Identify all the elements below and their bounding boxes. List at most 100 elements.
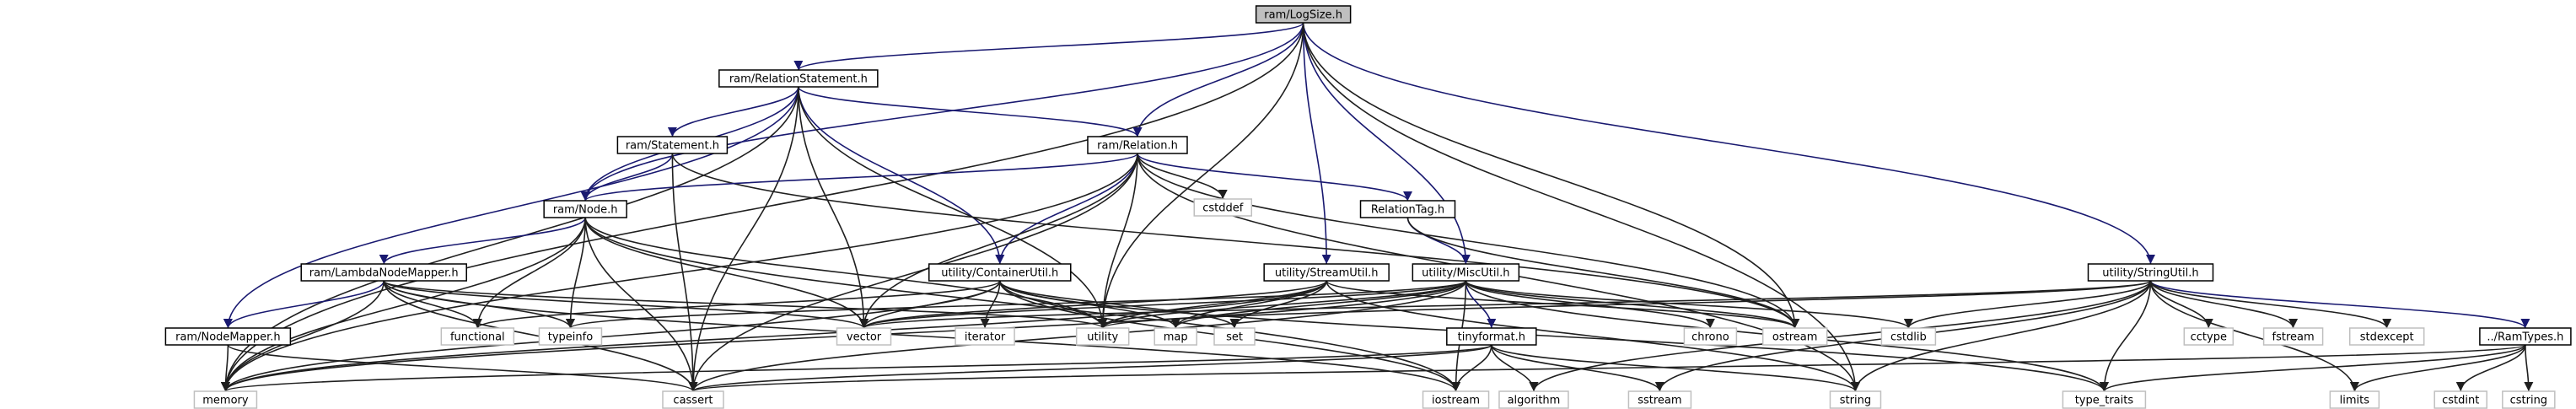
edge-relstmt-to-nodemapper xyxy=(223,86,799,329)
node-label: typeinfo xyxy=(548,331,593,344)
node-layer: ram/LogSize.h ram/RelationStatement.h ram/… xyxy=(164,5,2572,409)
node-statement[interactable]: ram/Statement.h xyxy=(616,136,729,154)
edge-containerutil-to-memory xyxy=(221,280,1001,392)
node-box xyxy=(718,69,879,88)
node-relstmt[interactable]: ram/RelationStatement.h xyxy=(718,69,879,88)
node-memory: memory xyxy=(193,390,258,409)
node-box xyxy=(836,327,892,346)
node-box xyxy=(928,263,1072,282)
edge-logsize-to-string xyxy=(1302,22,1861,392)
node-containerutil[interactable]: utility/ContainerUtil.h xyxy=(928,263,1072,282)
node-box xyxy=(440,327,515,346)
node-box xyxy=(1880,327,1937,346)
node-cstring: cstring xyxy=(2502,390,2556,409)
node-chrono: chrono xyxy=(1683,327,1738,346)
node-node[interactable]: ram/Node.h xyxy=(543,200,627,218)
edge-streamutil-to-ostream xyxy=(1326,280,1800,329)
edge-lambdamapper-to-cassert xyxy=(383,280,698,392)
node-utility: utility xyxy=(1075,327,1130,346)
node-functional: functional xyxy=(440,327,515,346)
node-label: utility/ContainerUtil.h xyxy=(941,267,1058,280)
node-label: cstddef xyxy=(1202,202,1244,215)
node-label: sstream xyxy=(1638,395,1681,407)
node-vector: vector xyxy=(836,327,892,346)
node-box xyxy=(193,390,258,409)
node-box xyxy=(1761,327,1828,346)
node-label: cassert xyxy=(673,395,713,407)
node-box xyxy=(1075,327,1130,346)
node-nodemapper[interactable]: ram/NodeMapper.h xyxy=(164,327,292,346)
edge-ramtypes-to-cstring xyxy=(2524,344,2534,392)
edge-tinyformat-to-iostream xyxy=(1450,344,1492,392)
edge-tinyformat-to-string xyxy=(1491,344,1860,392)
edge-node-to-vector xyxy=(584,217,869,329)
edge-ramtypes-to-cstdint xyxy=(2455,344,2526,392)
node-box xyxy=(2502,390,2556,409)
edge-nodemapper-to-cassert xyxy=(227,344,698,392)
node-label: ram/Statement.h xyxy=(626,140,719,153)
edge-relstmt-to-memory xyxy=(220,86,799,392)
edge-logsize-to-memory xyxy=(220,22,1304,392)
node-box xyxy=(1627,390,1692,409)
node-stringutil[interactable]: utility/StringUtil.h xyxy=(2087,263,2214,282)
node-logsize[interactable]: ram/LogSize.h xyxy=(1255,5,1352,24)
node-relation[interactable]: ram/Relation.h xyxy=(1087,136,1188,154)
node-cstddef: cstddef xyxy=(1193,198,1253,217)
node-label: ram/Node.h xyxy=(553,204,618,217)
node-label: utility/StreamUtil.h xyxy=(1275,267,1379,280)
edge-containerutil-to-functional xyxy=(473,280,1001,329)
edge-statement-to-node xyxy=(580,153,674,202)
node-label: utility/StringUtil.h xyxy=(2102,267,2198,280)
edge-stringutil-to-typetraits xyxy=(2099,280,2152,392)
node-label: iterator xyxy=(965,331,1006,344)
edge-relstmt-to-relation xyxy=(798,86,1143,137)
node-lambdamapper[interactable]: ram/LambdaNodeMapper.h xyxy=(300,263,467,282)
edge-logsize-to-relstmt xyxy=(793,22,1304,71)
edge-node-to-lambdamapper xyxy=(379,217,586,265)
edge-relstmt-to-vector xyxy=(798,86,869,329)
node-label: cstring xyxy=(2510,395,2547,407)
node-streamutil[interactable]: utility/StreamUtil.h xyxy=(1263,263,1390,282)
node-iterator: iterator xyxy=(955,327,1015,346)
node-box xyxy=(1154,327,1197,346)
node-ramtypes[interactable]: ../RamTypes.h xyxy=(2479,327,2572,346)
node-label: ram/Relation.h xyxy=(1097,140,1178,153)
node-box xyxy=(1213,327,1256,346)
node-iostream: iostream xyxy=(1422,390,1490,409)
node-box xyxy=(2062,390,2147,409)
edge-tinyformat-to-algorithm xyxy=(1491,344,1539,392)
node-box xyxy=(1263,263,1390,282)
node-box xyxy=(2183,327,2235,346)
edge-relation-to-cassert xyxy=(688,153,1138,392)
node-label: RelationTag.h xyxy=(1371,204,1444,217)
node-box xyxy=(1498,390,1569,409)
edge-streamutil-to-string xyxy=(1326,280,1860,392)
edge-streamutil-to-utility xyxy=(1098,280,1327,329)
edge-logsize-to-node xyxy=(580,22,1304,202)
node-typetraits: type_traits xyxy=(2062,390,2147,409)
node-limits: limits xyxy=(2329,390,2380,409)
node-label: cstdlib xyxy=(1890,331,1927,344)
node-label: tinyformat.h xyxy=(1458,331,1525,344)
node-miscutil[interactable]: utility/MiscUtil.h xyxy=(1412,263,1520,282)
node-box xyxy=(1359,200,1456,218)
node-tinyformat[interactable]: tinyformat.h xyxy=(1446,327,1537,346)
node-algorithm: algorithm xyxy=(1498,390,1569,409)
edge-ramtypes-to-typetraits xyxy=(2100,344,2526,392)
node-map: map xyxy=(1154,327,1197,346)
edge-logsize-to-relation xyxy=(1132,22,1304,137)
node-label: ram/RelationStatement.h xyxy=(729,73,868,86)
edge-logsize-to-utility xyxy=(1098,22,1304,329)
node-box xyxy=(1412,263,1520,282)
node-label: cstdint xyxy=(2442,395,2479,407)
edge-miscutil-to-utility xyxy=(1098,280,1467,329)
node-label: string xyxy=(1840,395,1871,407)
node-box xyxy=(1255,5,1352,24)
edge-containerutil-to-typetraits xyxy=(998,280,2109,392)
edge-stringutil-to-algorithm xyxy=(1529,280,2152,392)
edge-miscutil-to-map xyxy=(1170,280,1467,329)
node-label: ../RamTypes.h xyxy=(2487,331,2563,344)
node-reltag[interactable]: RelationTag.h xyxy=(1359,200,1456,218)
node-label: set xyxy=(1226,331,1243,344)
edge-relation-to-memory xyxy=(220,153,1138,392)
